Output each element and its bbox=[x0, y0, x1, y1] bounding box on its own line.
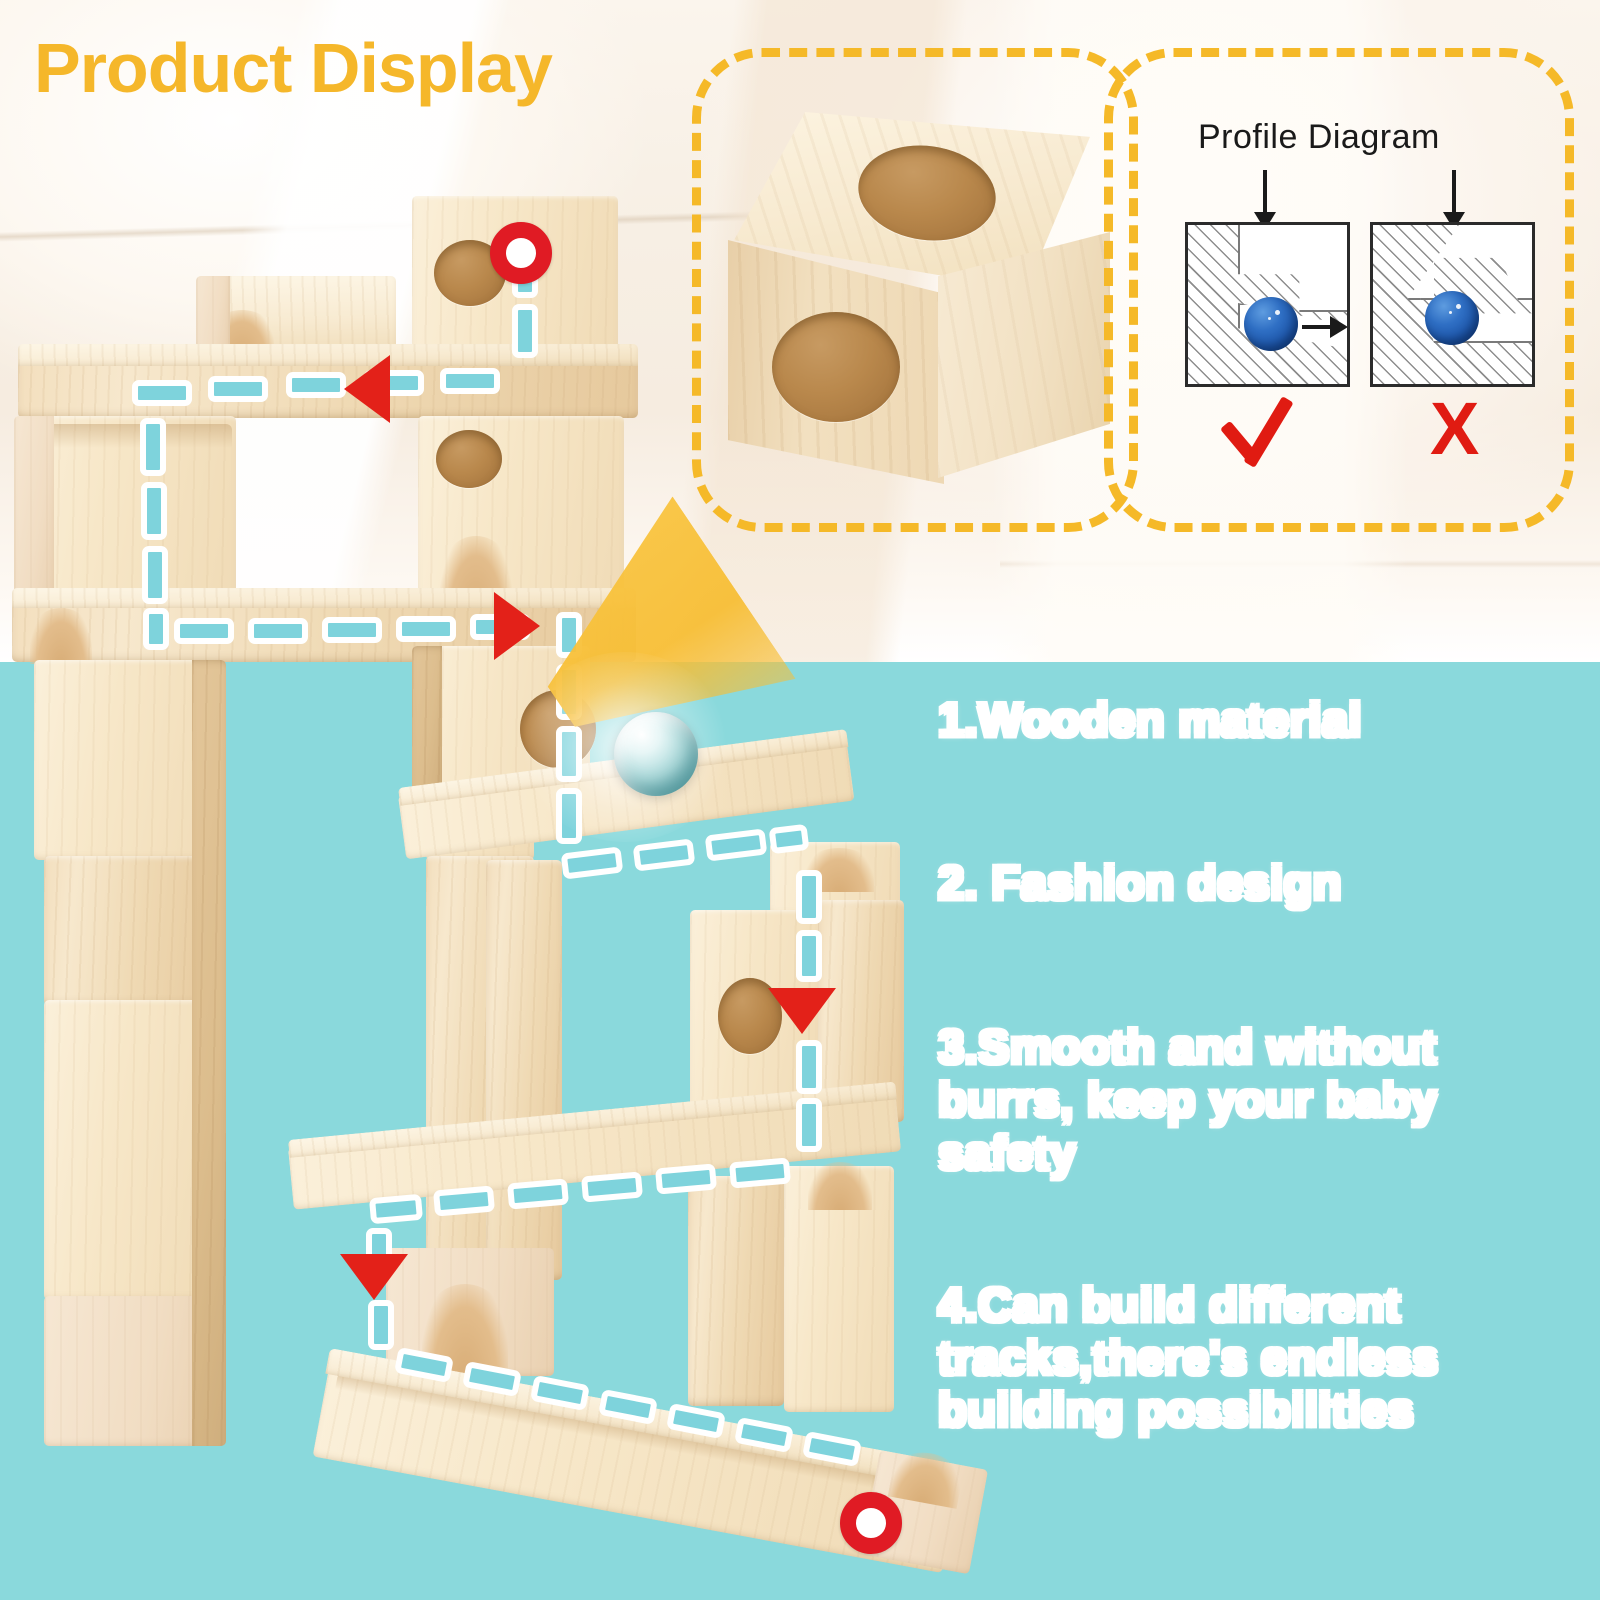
profile-diagram-title: Profile Diagram bbox=[1198, 118, 1440, 156]
track-segment bbox=[132, 380, 192, 406]
track-segment bbox=[396, 616, 456, 642]
callout-photo-clip bbox=[700, 56, 1130, 524]
track-segment bbox=[796, 1098, 822, 1152]
cube-front-hole-icon bbox=[772, 312, 900, 422]
profile-flow-arrow-icon bbox=[1302, 316, 1347, 338]
track-segment bbox=[140, 418, 166, 476]
track-segment bbox=[654, 1163, 718, 1195]
track-segment bbox=[248, 618, 308, 644]
pointer-arrow-left-icon bbox=[1254, 170, 1276, 230]
track-segment bbox=[142, 546, 168, 604]
track-segment bbox=[506, 1178, 570, 1210]
track-segment bbox=[440, 368, 500, 394]
track-segment bbox=[728, 1157, 792, 1189]
arrow-flow-down-icon-2 bbox=[340, 1254, 408, 1300]
profile-marble-incorrect bbox=[1425, 291, 1479, 345]
wood-block-right-upper bbox=[418, 416, 624, 614]
track-segment bbox=[143, 608, 169, 650]
marble-hole-icon-2 bbox=[436, 430, 502, 488]
track-segment bbox=[286, 372, 346, 398]
track-segment bbox=[174, 618, 234, 644]
arrow-flow-down-icon bbox=[768, 988, 836, 1034]
wood-block-left-upper-endface bbox=[14, 416, 54, 612]
track-segment bbox=[432, 1185, 496, 1217]
track-segment bbox=[796, 1040, 822, 1094]
track-segment bbox=[322, 617, 382, 643]
track-segment bbox=[512, 304, 538, 358]
feature-item-3: 3.Smooth and without burrs, keep your ba… bbox=[937, 1019, 1438, 1179]
wood-rail-mid-topface bbox=[12, 588, 636, 608]
arrow-flow-left-icon bbox=[344, 355, 390, 423]
wood-column-left-seg3 bbox=[44, 1000, 216, 1300]
shelf-edge-line-right bbox=[1000, 560, 1600, 568]
marker-end-circle bbox=[840, 1492, 902, 1554]
wood-block-arch-top-endface bbox=[196, 276, 230, 354]
page-title: Product Display bbox=[34, 29, 553, 107]
track-segment bbox=[368, 1193, 424, 1225]
wood-column-left-seg2 bbox=[44, 856, 216, 1006]
pointer-arrow-right-icon bbox=[1443, 170, 1465, 230]
marker-start-circle bbox=[490, 222, 552, 284]
track-segment bbox=[208, 376, 268, 402]
feature-item-1: 1.Wooden material bbox=[937, 692, 1362, 746]
profile-box-incorrect bbox=[1370, 222, 1535, 387]
feature-item-4: 4.Can build different tracks,there's end… bbox=[937, 1277, 1439, 1437]
glass-marble bbox=[614, 712, 698, 796]
incorrect-x-icon: X bbox=[1430, 387, 1480, 470]
feature-item-2: 2. Fashion design bbox=[937, 855, 1342, 909]
wood-column-left-sideface bbox=[192, 660, 226, 1446]
track-segment bbox=[580, 1171, 644, 1203]
track-segment bbox=[368, 1300, 394, 1350]
zoom-callout-frame bbox=[692, 48, 1138, 532]
arch-notch-icon-3 bbox=[30, 608, 92, 664]
track-segment bbox=[796, 930, 822, 982]
feature-list: 1.Wooden material 2. Fashion design 3.Sm… bbox=[937, 692, 1578, 1437]
track-segment bbox=[768, 823, 810, 855]
profile-marble-correct bbox=[1244, 297, 1298, 351]
wood-rail-upper-topface bbox=[18, 344, 638, 366]
arrow-flow-right-icon bbox=[494, 592, 540, 660]
track-segment bbox=[796, 870, 822, 924]
wood-column-left-seg4 bbox=[44, 1296, 216, 1446]
zoomed-wood-cube bbox=[710, 112, 1122, 494]
profile-box-correct bbox=[1185, 222, 1350, 387]
correct-check-icon bbox=[1218, 398, 1308, 476]
profile-diagram-frame bbox=[1104, 48, 1574, 532]
wood-support-vertical-1 bbox=[486, 860, 562, 1280]
shelf-edge-line bbox=[0, 210, 760, 242]
track-segment bbox=[141, 482, 167, 540]
wood-support-vertical-2 bbox=[688, 1176, 784, 1406]
wood-support-vertical-3 bbox=[784, 1162, 894, 1412]
